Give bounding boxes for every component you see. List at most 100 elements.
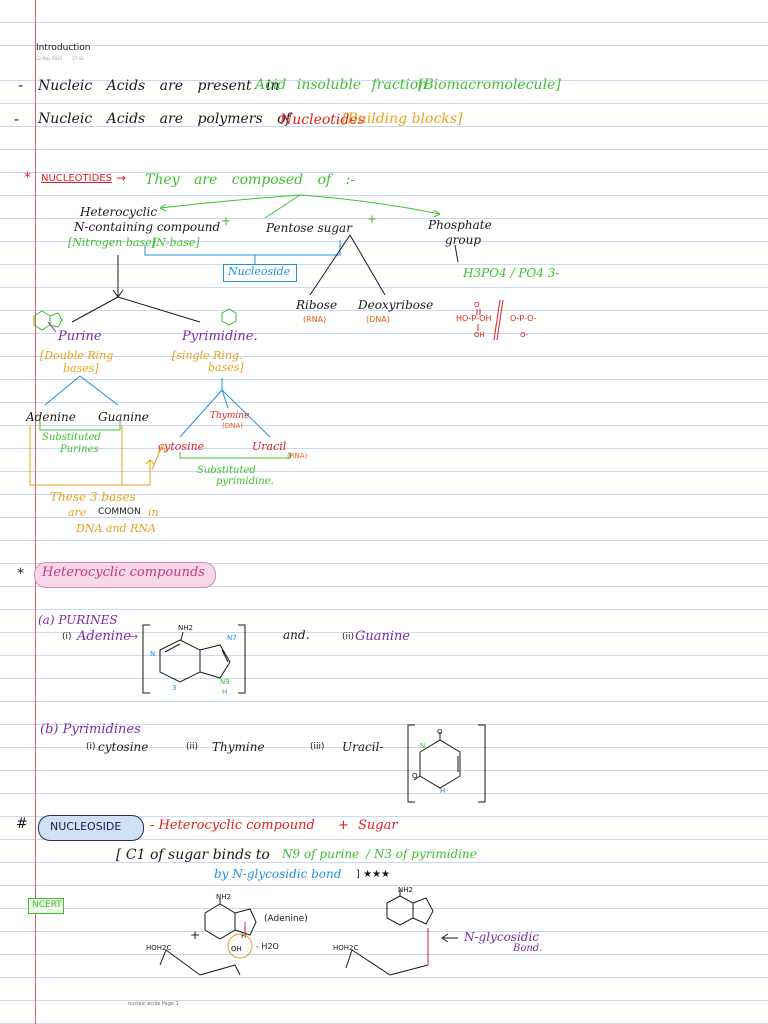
nucleoside-def-a: - Heterocyclic compound: [150, 818, 315, 833]
nucleotides-label: NUCLEOTIDES: [41, 173, 112, 184]
phosphate-right: O-P-O-: [510, 314, 537, 323]
purines-label: (a) PURINES: [38, 613, 118, 627]
composed-branches: [159, 194, 441, 219]
phosphate-arrow: [454, 244, 459, 263]
composed-of: They are composed of :-: [145, 172, 356, 188]
bond-1: [ C1 of sugar binds to: [116, 847, 270, 863]
heterocyclic-line1: Heterocyclic: [80, 205, 158, 219]
star-nucleotides: *: [24, 170, 31, 186]
adenine-n3: 3: [172, 684, 177, 692]
phosphate-structure: [476, 299, 504, 341]
pyrimidines-uracil: Uracil-: [342, 740, 384, 754]
reaction-plus: +: [190, 928, 201, 942]
nucleoside-structure-right: [345, 890, 434, 976]
adenine-structure: [142, 624, 246, 694]
base-branches: [71, 296, 201, 323]
reaction-h: H: [241, 932, 247, 940]
phosphate-top-o: O: [474, 301, 480, 309]
common-line2c: in: [148, 506, 159, 519]
ncert-box: [28, 898, 64, 914]
line2-text: Nucleic Acids are polymers of: [38, 111, 291, 127]
adenine-tag: (Adenine): [264, 914, 308, 924]
pyrimidines-i: (i): [86, 742, 96, 752]
pyrimidine-ring-icon: [221, 308, 237, 326]
phosphate-oh: OH: [474, 331, 485, 339]
nitrogen-base: [Nitrogen base]: [68, 236, 156, 249]
common-arrow-cytosine: [151, 445, 167, 471]
pyrimidine-desc2: bases]: [208, 361, 244, 374]
heterocyclic-title: Heterocyclic compounds: [42, 565, 205, 580]
uracil-h: H: [440, 787, 446, 795]
purines-guanine: Guanine: [355, 629, 411, 644]
adenine-arrow: →: [129, 630, 139, 643]
substituted-purines-1: Substituted: [42, 432, 101, 443]
adenine: Adenine: [26, 410, 76, 424]
and-text: and.: [283, 628, 310, 642]
nucleoside-def-b: Sugar: [358, 818, 398, 833]
pentose-sugar: Pentose sugar: [266, 221, 352, 235]
substituted-purines-2: Purines: [60, 444, 99, 455]
phosphate-o: O-: [520, 331, 529, 339]
hash-nucleoside: #: [16, 816, 28, 832]
plus-2: +: [367, 212, 378, 226]
nucleoside-structure-left: [159, 898, 257, 976]
phosphate-left: HO-P-OH: [456, 314, 492, 323]
thymine: Thymine: [210, 411, 250, 421]
purines-ii: (ii): [342, 632, 355, 642]
margin-line: [35, 0, 36, 1024]
phosphate-line2: group: [445, 233, 482, 247]
phosphate-formula: H3PO4 / PO4 3-: [463, 266, 560, 280]
page-title: Introduction: [36, 43, 91, 53]
common-arrows: [29, 425, 155, 486]
thymine-dna: (DNA): [222, 422, 243, 430]
bond-5: ] ★★★: [356, 869, 390, 880]
pyrimidines-cytosine: cytosine: [98, 740, 149, 754]
guanine: Guanine: [98, 410, 149, 424]
nucleoside-box-label: Nucleoside: [228, 265, 291, 278]
line1-acid-insoluble: Acid insoluble fraction: [255, 77, 428, 93]
line1-text: Nucleic Acids are present in: [38, 78, 280, 94]
purine-desc2: bases]: [63, 362, 99, 375]
nucleoside-highlight: [38, 815, 144, 841]
nucleoside-label: NUCLEOSIDE: [50, 820, 122, 833]
deoxyribose: Deoxyribose: [358, 298, 434, 312]
uracil-n: N: [420, 742, 426, 750]
common-line1: These 3 bases: [50, 490, 136, 504]
substituted-pyrimidine-2: pyrimidine.: [216, 476, 274, 487]
substituted-pyrimidine-1: Substituted: [197, 465, 256, 476]
common-line2a: are: [68, 506, 87, 519]
adenine-n1: N: [150, 650, 156, 658]
pyrimidine-bracket: [179, 452, 291, 459]
ribose-rna: (RNA): [303, 315, 327, 324]
n-glycosidic-arrow: [441, 933, 458, 943]
ribose: Ribose: [296, 298, 338, 312]
base-arrow-down: [112, 255, 124, 298]
uracil: Uracil: [252, 440, 287, 453]
page-footer: nucleic acids Page 1: [128, 1001, 179, 1007]
line2-building-blocks: [Building blocks]: [342, 111, 463, 127]
pyrimidines-ii: (ii): [186, 742, 199, 752]
pyrimidines-label: (b) Pyrimidines: [40, 722, 141, 737]
pyrimidines-iii: (iii): [310, 742, 325, 752]
oh-highlight-circle: [227, 933, 253, 959]
nucleoside-box: [223, 264, 297, 282]
hoh2c-1: HOH2C: [146, 944, 172, 952]
page-time: 17:43: [72, 56, 84, 61]
purine-bracket: [39, 420, 121, 431]
heterocyclic-line2: N-containing compound: [74, 220, 221, 234]
cytosine: cytosine: [158, 440, 205, 453]
purine-branches: [44, 375, 119, 406]
uracil-rna: (RNA): [287, 452, 308, 460]
common-line3: DNA and RNA: [76, 522, 156, 535]
n-base: [N-base]: [152, 236, 200, 249]
adenine-nh2: NH2: [178, 624, 193, 632]
nucleotides-arrow: →: [116, 171, 127, 185]
dash-1: -: [18, 76, 24, 94]
deoxyribose-dna: (DNA): [366, 315, 390, 324]
nucleoside-bracket: [144, 240, 341, 264]
bond-2: N9 of purine: [282, 847, 360, 861]
purine: Purine: [58, 329, 102, 344]
adenine-n7: N7: [227, 634, 237, 642]
n-glycosidic-1: N-glycosidic: [464, 930, 540, 944]
